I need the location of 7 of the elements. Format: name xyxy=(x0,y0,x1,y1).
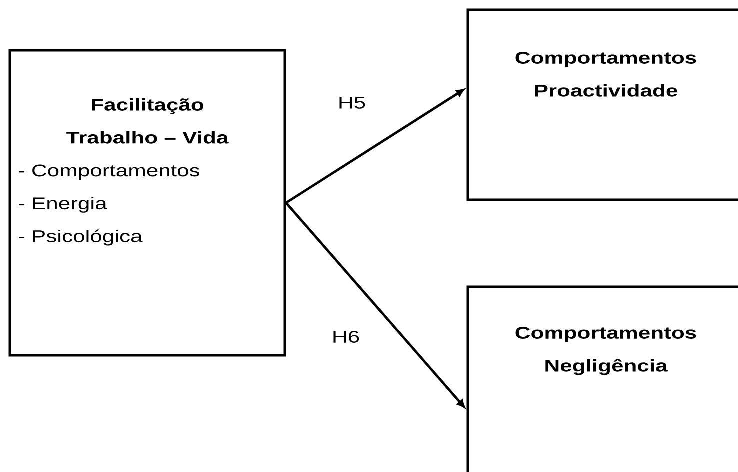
box: Comportamentos Negligência xyxy=(466,286,738,472)
box: Facilitação Trabalho – Vida - Comportamentos - Energia - Psicológica xyxy=(8,49,286,357)
box: Comportamentos Proactividade xyxy=(466,8,738,202)
edge-label: H6 xyxy=(334,331,360,343)
edge-label: H5 xyxy=(340,97,366,109)
arrow xyxy=(286,89,464,204)
arrow xyxy=(285,202,466,408)
